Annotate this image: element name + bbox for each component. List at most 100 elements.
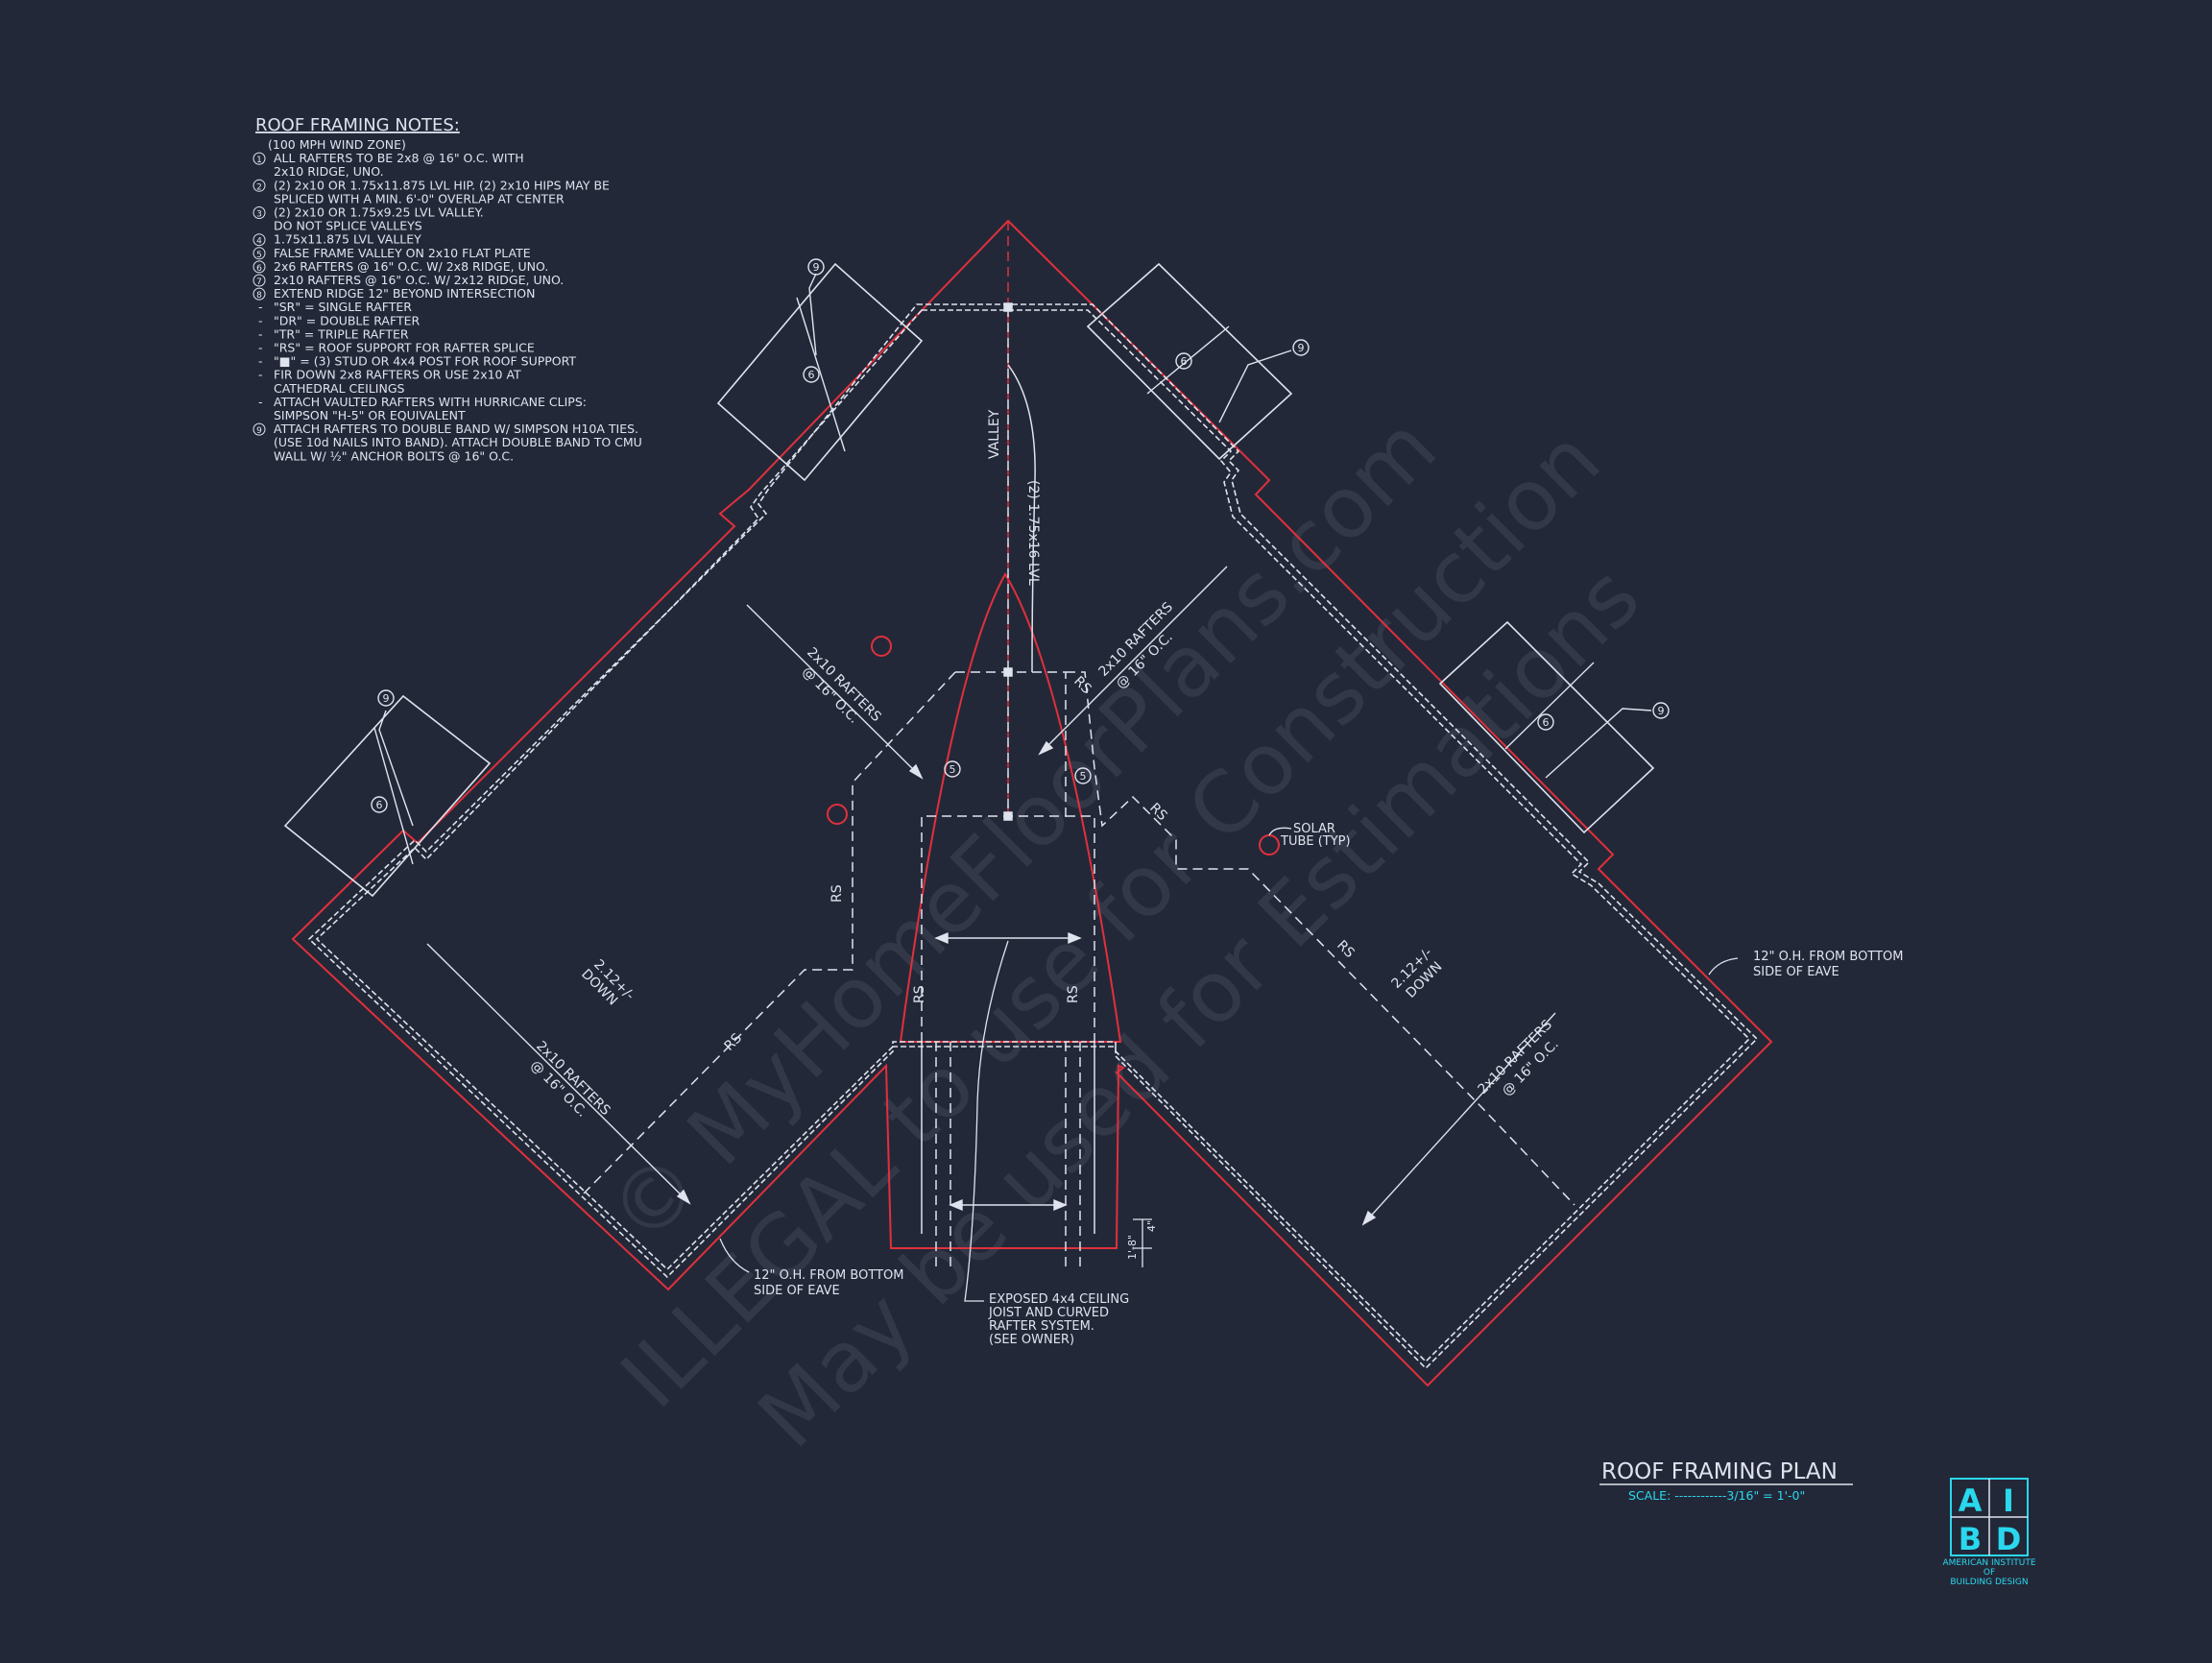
- logo-line-2: OF: [1984, 1568, 1995, 1578]
- rafter-arrow-ur: [1039, 566, 1228, 755]
- rafter-arrow-left: [426, 943, 690, 1204]
- lvl-label: (2) 1.75x16 LVL: [1025, 480, 1041, 586]
- oh-leader-left: [719, 1238, 750, 1273]
- tag-9-ul: 9: [813, 261, 820, 274]
- note-line-4: SPLICED WITH A MIN. 6'-0" OVERLAP AT CEN…: [274, 191, 565, 205]
- note-marker-5: 3: [256, 210, 262, 220]
- overhang-right-1: 12" O.H. FROM BOTTOM: [1753, 950, 1903, 964]
- bay-box-left: [283, 694, 492, 898]
- leaders: [719, 827, 1739, 1302]
- plan-scale: SCALE: ------------3/16" = 1'-0": [1628, 1488, 1805, 1503]
- tag-leader-r: [1545, 708, 1652, 779]
- note-marker-21: 9: [256, 426, 262, 436]
- note-line-17: FIR DOWN 2x8 RAFTERS OR USE 2x10 AT: [274, 368, 521, 382]
- central-box-2: [1066, 815, 1095, 1042]
- tag-circle-6-ul: [803, 366, 820, 383]
- tag-6-ur: 6: [1181, 355, 1188, 368]
- rafter-arrow-right-head: [1361, 1210, 1377, 1226]
- note-marker-circle-8: [252, 247, 266, 260]
- bay-tag-text: 9 9 9 9 6 6 6 6 5 5: [376, 261, 1665, 811]
- tag-circle-9-ul: [807, 258, 825, 276]
- logo-letter-i: I: [2003, 1482, 2014, 1519]
- logo-line-3: BUILDING DESIGN: [1950, 1578, 2028, 1587]
- rafter-arrow-ul-head: [908, 763, 924, 780]
- tag-circle-6-r: [1537, 713, 1554, 731]
- note-marker-circle-1: [252, 152, 266, 165]
- exposed-joist-2: JOIST AND CURVED: [988, 1306, 1109, 1320]
- note-line-12: "SR" = SINGLE RAFTER: [274, 300, 412, 314]
- note-line-0: (100 MPH WIND ZONE): [268, 137, 406, 152]
- exposed-joist-1: EXPOSED 4x4 CEILING: [989, 1292, 1129, 1307]
- bay-arrow-ul: [796, 297, 846, 452]
- note-marker-circle-21: [252, 422, 266, 436]
- note-marker-circle-9: [252, 260, 266, 274]
- rafter-arrow-right: [1362, 1012, 1556, 1225]
- bay-box-upper-right: [1086, 262, 1293, 461]
- roof-framing-notes: ROOF FRAMING NOTES: (100 MPH WIND ZONE)1…: [252, 115, 642, 463]
- logo-line-1: AMERICAN INSTITUTE: [1942, 1558, 2035, 1568]
- note-dash-17: -: [258, 368, 263, 382]
- note-line-18: CATHEDRAL CEILINGS: [274, 381, 405, 396]
- note-line-6: DO NOT SPLICE VALLEYS: [274, 219, 422, 233]
- note-marker-9: 6: [256, 264, 262, 274]
- tag-circle-6-l: [371, 796, 388, 813]
- span-arrow-l: [934, 931, 949, 945]
- note-line-9: 2x6 RAFTERS @ 16" O.C. W/ 2x8 RIDGE, UNO…: [274, 259, 548, 274]
- note-line-23: WALL W/ ½" ANCHOR BOLTS @ 16" O.C.: [274, 448, 514, 463]
- aibd-logo: A I B D AMERICAN INSTITUTE OF BUILDING D…: [1942, 1478, 2036, 1587]
- rs-label-1: RS: [830, 884, 845, 903]
- lvl-leader: [1007, 364, 1036, 673]
- note-marker-11: 8: [256, 291, 262, 301]
- note-marker-circle-10: [252, 274, 266, 287]
- note-line-20: SIMPSON "H-5" OR EQUIVALENT: [274, 408, 466, 422]
- rs-support-lines: [583, 671, 1575, 1272]
- tag-6-ul: 6: [808, 369, 815, 381]
- bay-box-right: [1438, 620, 1655, 834]
- note-line-1: ALL RAFTERS TO BE 2x8 @ 16" O.C. WITH: [274, 151, 524, 165]
- bay-boxes: [283, 262, 1655, 898]
- span-arrow-2-r: [1053, 1198, 1068, 1212]
- note-line-8: FALSE FRAME VALLEY ON 2x10 FLAT PLATE: [274, 246, 531, 260]
- bay-arrow-r: [1504, 662, 1595, 750]
- bay-box-upper-left: [716, 262, 924, 482]
- logo-letter-b: B: [1959, 1521, 1982, 1557]
- exposed-joist-3: RAFTER SYSTEM.: [989, 1319, 1094, 1334]
- dim-4: 4": [1145, 1220, 1158, 1232]
- roof-outline: [291, 219, 1773, 1387]
- note-line-13: "DR" = DOUBLE RAFTER: [274, 313, 420, 327]
- tag-6-r: 6: [1543, 716, 1550, 729]
- note-dash-14: -: [258, 326, 263, 341]
- note-marker-circle-3: [252, 179, 266, 192]
- wall-inner: [315, 309, 1751, 1363]
- tag-leader-ul: [808, 273, 817, 356]
- watermark: © MyHomeFloorPlans.com ILLEGAL to use fo…: [589, 398, 1658, 1466]
- note-line-5: (2) 2x10 OR 1.75x9.25 LVL VALLEY.: [274, 205, 484, 220]
- tag-5-a: 5: [950, 763, 956, 776]
- note-line-11: EXTEND RIDGE 12" BEYOND INTERSECTION: [274, 286, 535, 301]
- tag-circle-9-l: [377, 689, 395, 707]
- note-line-22: (USE 10d NAILS INTO BAND). ATTACH DOUBLE…: [274, 435, 642, 449]
- note-line-14: "TR" = TRIPLE RAFTER: [274, 326, 409, 341]
- tag-leader-l: [378, 710, 414, 827]
- dim-1-8: 1'-8": [1126, 1235, 1139, 1260]
- callouts: SOLAR TUBE (TYP) 12" O.H. FROM BOTTOM SI…: [754, 822, 1903, 1347]
- valley-label: VALLEY: [987, 409, 1002, 459]
- solar-tube-2: [827, 804, 848, 825]
- note-marker-7: 4: [256, 237, 262, 247]
- tag-9-ur: 9: [1298, 342, 1305, 354]
- plan-title: ROOF FRAMING PLAN: [1601, 1459, 1838, 1484]
- note-marker-circle-5: [252, 206, 266, 219]
- note-marker-10: 7: [256, 277, 262, 287]
- rafter-arrow-left-head: [676, 1189, 691, 1205]
- note-line-7: 1.75x11.875 LVL VALLEY: [274, 232, 421, 247]
- solar-tube-leader: [1268, 827, 1292, 836]
- note-marker-circle-7: [252, 233, 266, 247]
- span-arrow-r: [1068, 931, 1082, 945]
- rafter-arrow-ur-head: [1038, 740, 1054, 756]
- tag-9-r: 9: [1658, 705, 1665, 717]
- note-dash-13: -: [258, 313, 263, 327]
- rs-label-5: RS: [1334, 938, 1358, 962]
- tag-circle-9-r: [1652, 702, 1670, 719]
